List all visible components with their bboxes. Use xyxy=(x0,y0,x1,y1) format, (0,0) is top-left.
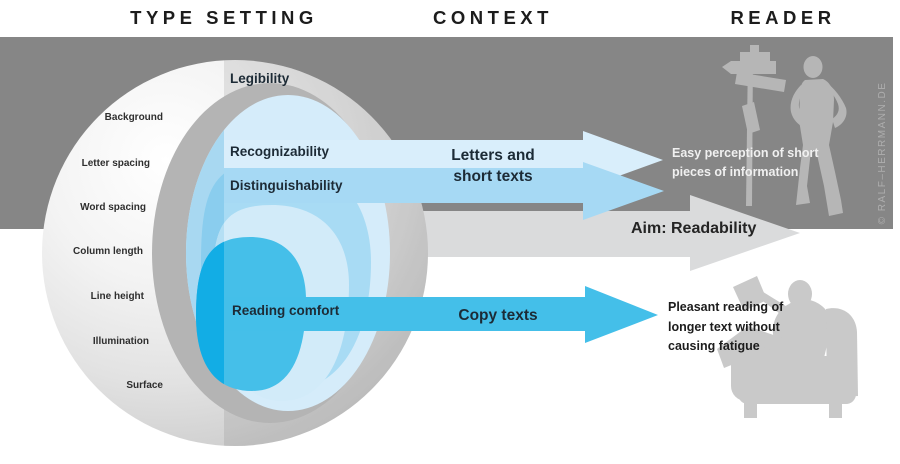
flow-short-texts-label: Letters and short texts xyxy=(403,145,583,187)
flow-short-texts-line1: Letters and xyxy=(451,147,535,164)
armchair-foot-right xyxy=(829,402,842,418)
factor-letter-spacing: Letter spacing xyxy=(81,158,150,169)
standing-man-body xyxy=(796,79,843,216)
outcome-long-texts: Pleasant reading of longer text without … xyxy=(668,298,783,357)
factor-line-height: Line height xyxy=(90,291,144,302)
factor-column-length: Column length xyxy=(73,246,143,257)
reading-paper xyxy=(733,276,767,311)
layer-reading-comfort: Reading comfort xyxy=(232,303,340,318)
outcome-long-line1: Pleasant reading of xyxy=(668,300,784,314)
header-type-setting: TYPE SETTING xyxy=(130,7,318,28)
standing-man-left-arm xyxy=(790,85,809,129)
flow-aim-label: Aim: Readability xyxy=(631,220,757,237)
header-reader: READER xyxy=(730,7,836,28)
outcome-short-texts: Easy perception of short pieces of infor… xyxy=(672,144,819,182)
factor-background: Background xyxy=(104,112,163,123)
seated-reader-arm xyxy=(760,290,791,322)
armchair-armrest xyxy=(731,347,777,401)
armchair-foot-left xyxy=(744,402,757,418)
outcome-long-line2: longer text without xyxy=(668,319,780,334)
outcome-short-line2: pieces of information xyxy=(672,165,799,179)
signpost-angled-sign xyxy=(735,72,786,92)
signpost-left-sign xyxy=(722,61,776,74)
factor-illumination: Illumination xyxy=(92,336,149,347)
header-context: CONTEXT xyxy=(433,7,553,28)
layer-distinguishability: Distinguishability xyxy=(230,178,343,193)
factor-word-spacing: Word spacing xyxy=(80,202,146,213)
standing-man-right-arm xyxy=(824,82,847,128)
outcome-long-line3: causing fatigue xyxy=(668,339,760,353)
factor-surface: Surface xyxy=(126,380,163,391)
short-texts-arrow-medium xyxy=(224,162,664,220)
signpost-and-standing-reader-silhouette xyxy=(722,45,847,216)
copy-texts-arrow xyxy=(224,286,658,343)
aim-readability-arrow xyxy=(375,195,800,271)
flow-copy-texts-label: Copy texts xyxy=(458,307,538,324)
signpost-small-sign xyxy=(742,102,760,134)
credit-text: © RALF–HERRMANN.DE xyxy=(877,81,888,225)
standing-man-head xyxy=(803,56,823,78)
layer-recognizability: Recognizability xyxy=(230,144,330,159)
flow-short-texts-line2: short texts xyxy=(453,168,533,185)
outcome-short-line1: Easy perception of short xyxy=(672,146,819,160)
short-texts-arrow-light xyxy=(224,131,663,189)
seated-reader-silhouette xyxy=(717,276,858,418)
layer-legibility: Legibility xyxy=(230,71,290,86)
